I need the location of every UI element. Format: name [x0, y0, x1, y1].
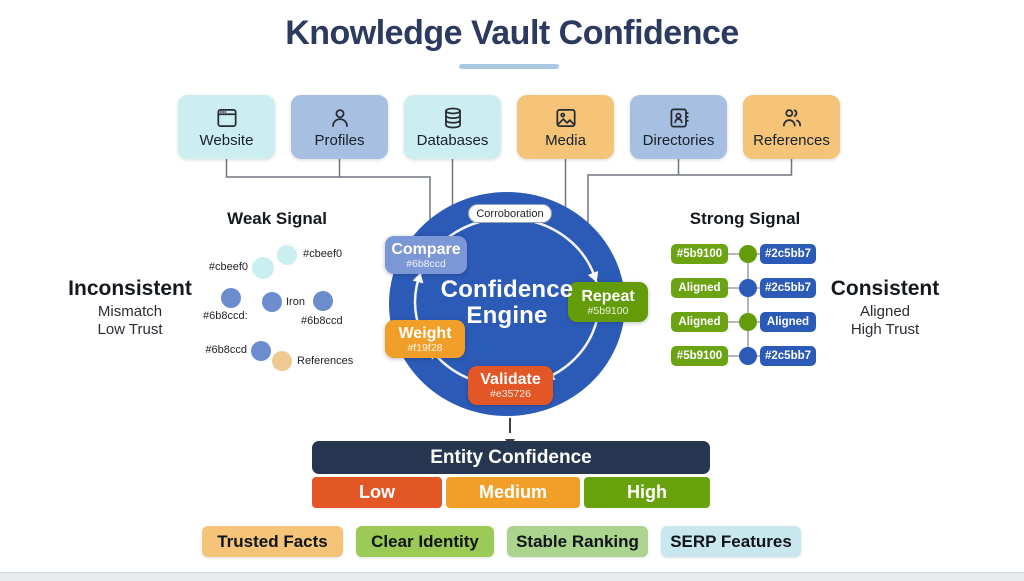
weak-dot [251, 341, 271, 361]
strong-right-pill: Aligned [760, 312, 816, 332]
strong-right-pill: #2c5bb7 [760, 278, 816, 298]
source-card-website: Website [178, 95, 275, 159]
weak-dot-label: Iron [286, 296, 305, 308]
stage-repeat: Repeat #5b9100 [568, 282, 648, 322]
strong-left-pill: #5b9100 [671, 346, 728, 366]
confidence-level-medium: Medium [446, 477, 580, 508]
weak-dot-label: #6b8ccd: [203, 310, 248, 322]
strong-dot [739, 347, 757, 365]
page-title: Knowledge Vault Confidence [285, 14, 739, 52]
inconsistent-sub1: Mismatch [97, 303, 163, 320]
outcome-chip-serp-features: SERP Features [661, 526, 801, 557]
stage-sublabel: #6b8ccd [406, 257, 446, 270]
strong-dot [739, 245, 757, 263]
engine-name: Confidence Engine [419, 277, 595, 329]
strong-right-pill: #2c5bb7 [760, 244, 816, 264]
source-card-profiles: Profiles [291, 95, 388, 159]
source-card-references: References [743, 95, 840, 159]
source-card-directories: Directories [630, 95, 727, 159]
confidence-level-high: High [584, 477, 710, 508]
engine-name-line1: Confidence [440, 276, 574, 303]
bottom-strip [0, 572, 1024, 581]
source-label: References [753, 132, 830, 149]
title-underline [459, 64, 559, 69]
weak-dot [262, 292, 282, 312]
stage-label: Repeat [581, 287, 635, 305]
inconsistent-sub2: Low Trust [97, 321, 163, 338]
inconsistent-heading: Inconsistent [68, 277, 192, 300]
entity-confidence-bar: Entity Confidence [312, 441, 710, 474]
source-label: Media [545, 132, 586, 149]
stage-sublabel: #f19f28 [407, 341, 443, 354]
image-icon [553, 105, 579, 131]
stage-compare: Compare #6b8ccd [385, 236, 467, 274]
outcome-chip-clear-identity: Clear Identity [356, 526, 494, 557]
confidence-level-low: Low [312, 477, 442, 508]
weak-signal-heading: Weak Signal [227, 209, 327, 228]
source-card-databases: Databases [404, 95, 501, 159]
stage-weight: Weight #f19f28 [385, 320, 465, 358]
weak-dot [277, 245, 297, 265]
outcome-chip-stable-ranking: Stable Ranking [507, 526, 648, 557]
people-icon [779, 105, 805, 131]
person-icon [327, 105, 353, 131]
weak-dot [313, 291, 333, 311]
weak-dot [221, 288, 241, 308]
stage-label: Validate [480, 371, 541, 388]
strong-dot [739, 279, 757, 297]
corroboration-pill: Corroboration [468, 204, 552, 223]
strong-signal-heading: Strong Signal [689, 209, 801, 228]
source-label: Profiles [314, 132, 365, 149]
weak-dot [252, 257, 274, 279]
strong-right-pill: #2c5bb7 [760, 346, 816, 366]
stage-label: Weight [398, 324, 452, 342]
consistent-sub1: Aligned [859, 303, 911, 320]
weak-dot-label: References [297, 355, 354, 367]
consistent-sub2: High Trust [850, 321, 920, 338]
strong-left-pill: Aligned [671, 278, 728, 298]
weak-dot-label: #6b8ccd [205, 344, 247, 356]
stage-sublabel: #5b9100 [587, 304, 629, 317]
weak-dot-label: #cbeef0 [208, 261, 248, 273]
source-card-media: Media [517, 95, 614, 159]
source-label: Website [199, 132, 254, 149]
strong-dot [739, 313, 757, 331]
stage-sublabel: #e35726 [490, 388, 531, 400]
outcome-chip-trusted-facts: Trusted Facts [202, 526, 343, 557]
stage-validate: Validate #e35726 [468, 366, 553, 405]
source-label: Directories [642, 132, 715, 149]
source-label: Databases [416, 132, 489, 149]
consistent-heading: Consistent [830, 277, 940, 300]
stage-label: Compare [391, 240, 461, 258]
weak-dot-label: #cbeef0 [303, 248, 343, 260]
contact-book-icon [666, 105, 692, 131]
database-icon [440, 105, 466, 131]
strong-left-pill: Aligned [671, 312, 728, 332]
weak-dot [272, 351, 292, 371]
engine-name-line2: Engine [466, 302, 548, 329]
strong-left-pill: #5b9100 [671, 244, 728, 264]
weak-dot-label: #6b8ccd [301, 315, 343, 327]
browser-icon [214, 105, 240, 131]
